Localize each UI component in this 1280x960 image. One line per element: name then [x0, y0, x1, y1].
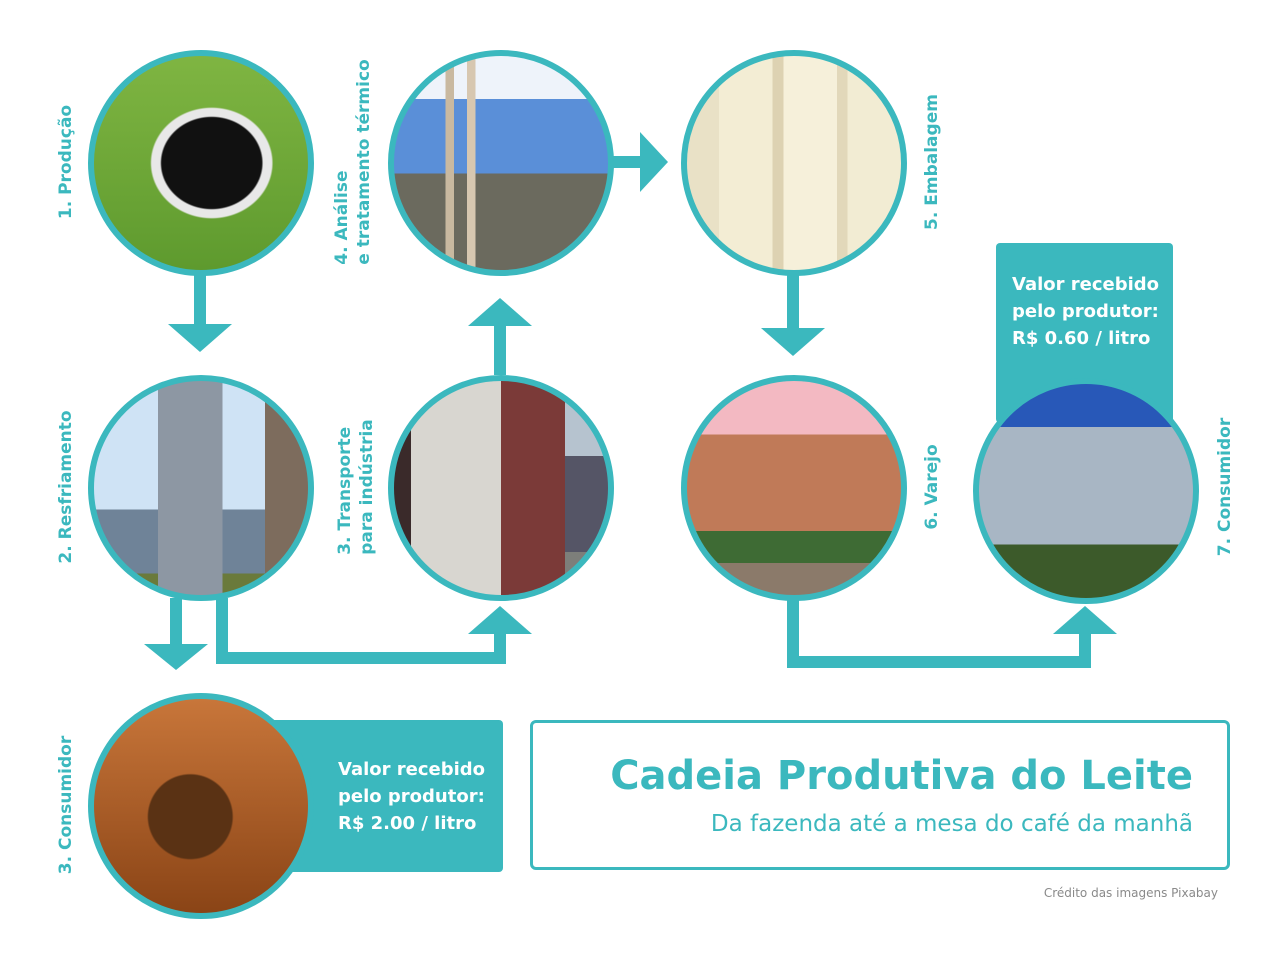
arrowhead-right-5	[640, 132, 668, 192]
arrowhead-down-2	[144, 644, 208, 670]
page-title: Cadeia Produtiva do Leite	[610, 753, 1193, 799]
step-label-producao: 1. Produção	[56, 104, 76, 220]
arrow-2-to-3	[216, 598, 506, 664]
label-line: para indústria	[357, 419, 377, 555]
title-box: Cadeia Produtiva do Leite Da fazenda até…	[530, 720, 1230, 870]
city-houses-image	[973, 378, 1199, 604]
step-label-analise: 4. Análise e tratamento térmico	[331, 59, 375, 264]
arrow-6-to-7	[787, 598, 1091, 668]
page-subtitle: Da fazenda até a mesa do café da manhã	[710, 811, 1193, 837]
step-label-consumidor-rural: 3. Consumidor	[56, 735, 76, 875]
cooling-plant-image	[88, 375, 314, 601]
value-label: pelo produtor:	[338, 786, 485, 807]
step-label-embalagem: 5. Embalagem	[922, 94, 942, 230]
step-label-varejo: 6. Varejo	[922, 444, 942, 530]
shop-image	[681, 375, 907, 601]
factory-image	[388, 50, 614, 276]
image-credit: Crédito das imagens Pixabay	[1043, 886, 1218, 900]
value-label: Valor recebido	[1012, 274, 1160, 295]
arrowhead-down-1	[168, 324, 232, 352]
step-label-resfriamento: 2. Resfriamento	[56, 410, 76, 564]
rural-house-image	[88, 693, 314, 919]
arrowhead-up-7	[1053, 606, 1117, 634]
arrowhead-down-5	[761, 328, 825, 356]
value-price: R$ 2.00 / litro	[338, 813, 477, 834]
value-label: Valor recebido	[338, 759, 486, 780]
step-label-transporte: 3. Transporte para indústria	[334, 419, 378, 555]
arrowhead-up-3	[468, 606, 532, 634]
milk-bottles-image	[681, 50, 907, 276]
arrowhead-up-4	[468, 298, 532, 326]
value-label: pelo produtor:	[1012, 301, 1159, 322]
cow-image	[88, 50, 314, 276]
step-label-consumidor-city: 7. Consumidor	[1215, 417, 1235, 557]
label-line: 4. Análise	[332, 170, 352, 265]
value-price: R$ 0.60 / litro	[1012, 328, 1151, 349]
label-line: e tratamento térmico	[354, 59, 374, 265]
truck-image	[388, 375, 614, 601]
label-line: 3. Transporte	[335, 426, 355, 555]
